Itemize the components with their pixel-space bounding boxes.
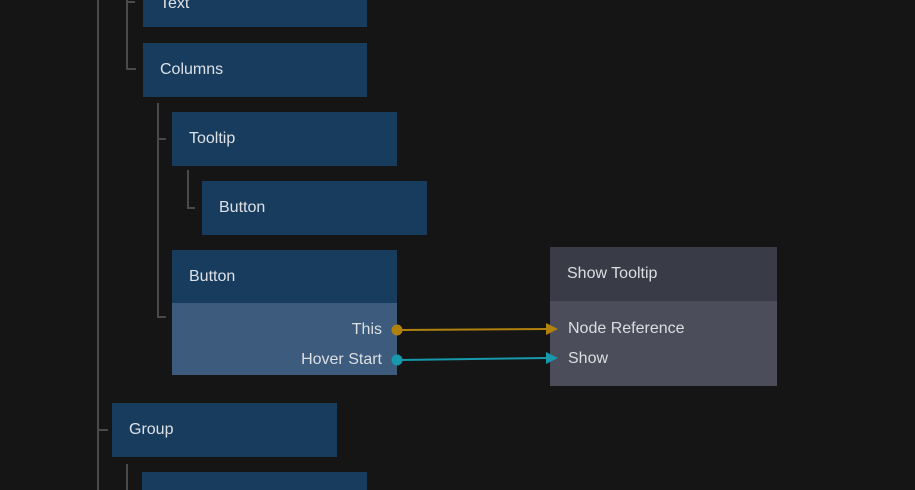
tree-node-button-1-label: Button <box>219 199 266 216</box>
tree-node-text-label: Text <box>160 0 190 12</box>
action-row-node-reference[interactable]: Node Reference <box>568 320 685 337</box>
port-this[interactable]: This <box>351 321 382 338</box>
connection-line-teal <box>399 357 548 361</box>
connection-line-orange <box>399 328 548 331</box>
tree-node-clipped[interactable] <box>142 472 367 490</box>
action-panel-body: Node Reference Show <box>550 301 777 386</box>
tree-node-button-2-ports: This Hover Start <box>172 303 397 375</box>
tree-node-tooltip[interactable]: Tooltip <box>172 112 397 166</box>
action-panel-title: Show Tooltip <box>567 265 658 282</box>
action-panel-header[interactable]: Show Tooltip <box>550 247 777 301</box>
tree-node-button-1[interactable]: Button <box>202 181 427 235</box>
tree-node-button-2-label: Button <box>189 268 236 285</box>
port-hover-start[interactable]: Hover Start <box>301 351 382 368</box>
tree-node-columns-label: Columns <box>160 61 224 78</box>
action-row-show[interactable]: Show <box>568 350 609 367</box>
tree-node-columns[interactable]: Columns <box>143 43 367 97</box>
tree-node-button-2[interactable]: Button This Hover Start <box>172 250 397 375</box>
tree-node-group[interactable]: Group <box>112 403 337 457</box>
connection-this-to-node-reference <box>391 323 558 336</box>
tree-node-group-label: Group <box>129 421 174 438</box>
port-dot-this[interactable] <box>391 324 403 336</box>
tree-node-button-2-header[interactable]: Button <box>172 250 397 303</box>
action-panel-show-tooltip[interactable]: Show Tooltip Node Reference Show <box>550 247 777 386</box>
tree-node-text[interactable]: Text <box>143 0 367 27</box>
port-dot-hover-start[interactable] <box>391 354 403 366</box>
connection-hover-start-to-show <box>391 352 558 366</box>
tree-node-tooltip-label: Tooltip <box>189 130 236 147</box>
